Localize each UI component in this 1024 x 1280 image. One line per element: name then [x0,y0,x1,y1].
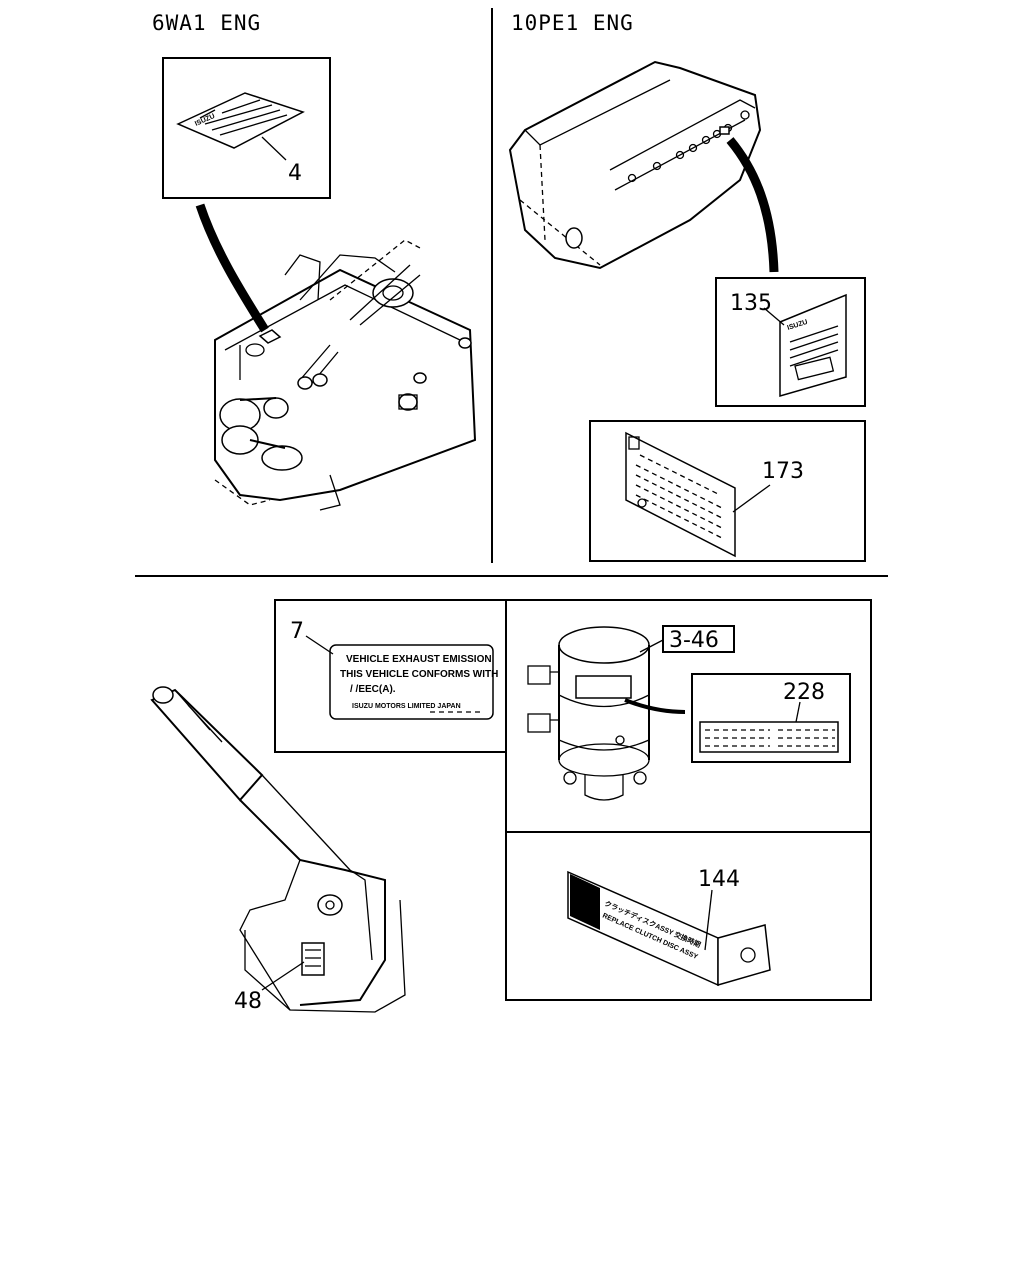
section-title-10pe1: 10PE1 ENG [511,11,634,35]
clutch-label-bracket: クラッチディスクASSY 交換時期 REPLACE CLUTCH DISC AS… [567,867,771,987]
callout-228: 228 [783,680,825,705]
callout-144: 144 [698,867,740,892]
callout-box-7: VEHICLE EXHAUST EMISSION THIS VEHICLE CO… [274,599,508,753]
callout-173: 173 [762,459,804,484]
callout-3-46: 3-46 [669,628,719,653]
emission-line-2: THIS VEHICLE CONFORMS WITH [340,669,498,680]
emission-line-4: ISUZU MOTORS LIMITED JAPAN [352,703,461,710]
callout-box-4: ISUZU 4 [162,57,331,199]
callout-48: 48 [234,989,262,1014]
section-title-6wa1: 6WA1 ENG [152,11,261,35]
callout-135: 135 [730,291,772,316]
brake-lever-illustration: 48 [150,686,406,1014]
callout-4: 4 [288,161,302,186]
callout-box-135: ISUZU 135 [715,277,866,407]
engine-10pe1-illustration [508,60,762,270]
leader-4 [195,203,269,333]
callout-box-228: 228 [691,673,851,763]
engine-6wa1-illustration [214,239,477,511]
emission-line-1: VEHICLE EXHAUST EMISSION [346,654,492,665]
leader-135 [726,137,779,273]
callout-box-173: 173 [589,420,866,562]
emission-line-3: / /EEC(A). [350,684,396,695]
callout-7: 7 [290,619,304,644]
